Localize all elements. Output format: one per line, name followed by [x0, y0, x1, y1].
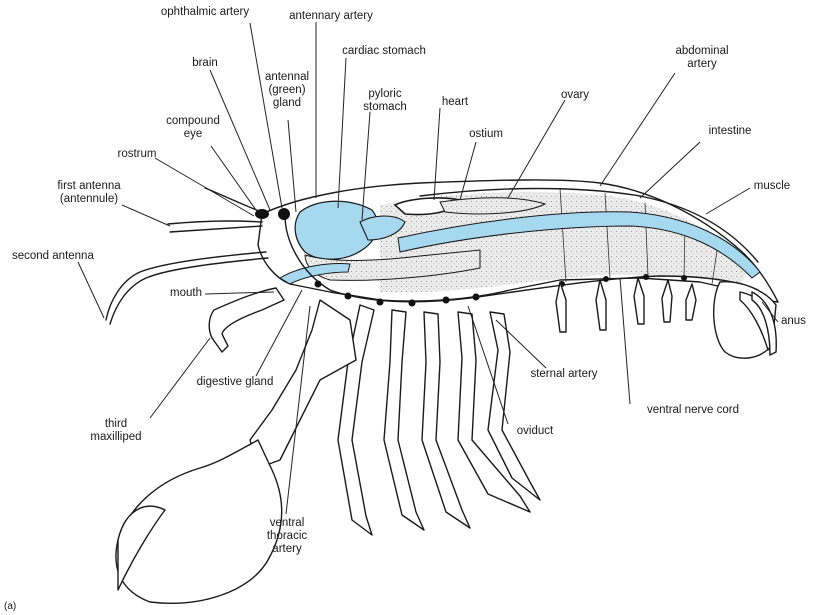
label-mouth: mouth: [150, 287, 202, 300]
figure-label: (a): [4, 600, 34, 613]
label-first-antenna: first antenna (antennule): [36, 180, 142, 206]
label-muscle: muscle: [744, 180, 800, 193]
label-compound-eye: compound eye: [158, 115, 228, 141]
label-second-antenna: second antenna: [12, 250, 122, 263]
label-intestine: intestine: [698, 125, 762, 138]
label-ventral-nerve-cord: ventral nerve cord: [628, 404, 758, 417]
label-pyloric-stomach: pyloric stomach: [350, 88, 420, 114]
label-heart: heart: [430, 96, 480, 109]
label-digestive-gland: digestive gland: [180, 376, 290, 389]
label-third-maxilliped: third maxilliped: [76, 418, 156, 444]
label-anus: anus: [781, 315, 821, 328]
label-ostium: ostium: [458, 128, 514, 141]
label-oviduct: oviduct: [500, 425, 570, 438]
label-ovary: ovary: [550, 89, 600, 102]
label-cardiac-stomach: cardiac stomach: [332, 45, 436, 58]
label-abdominal-artery: abdominal artery: [662, 45, 742, 71]
label-ventral-thoracic-artery: ventral thoracic artery: [254, 517, 320, 556]
label-sternal-artery: sternal artery: [512, 368, 616, 381]
label-rostrum: rostrum: [106, 148, 168, 161]
label-brain: brain: [180, 57, 230, 70]
label-antennal-green-gland: antennal (green) gland: [252, 71, 322, 110]
label-antennary-artery: antennary artery: [276, 10, 386, 23]
label-ophthalmic-artery: ophthalmic artery: [146, 6, 264, 19]
